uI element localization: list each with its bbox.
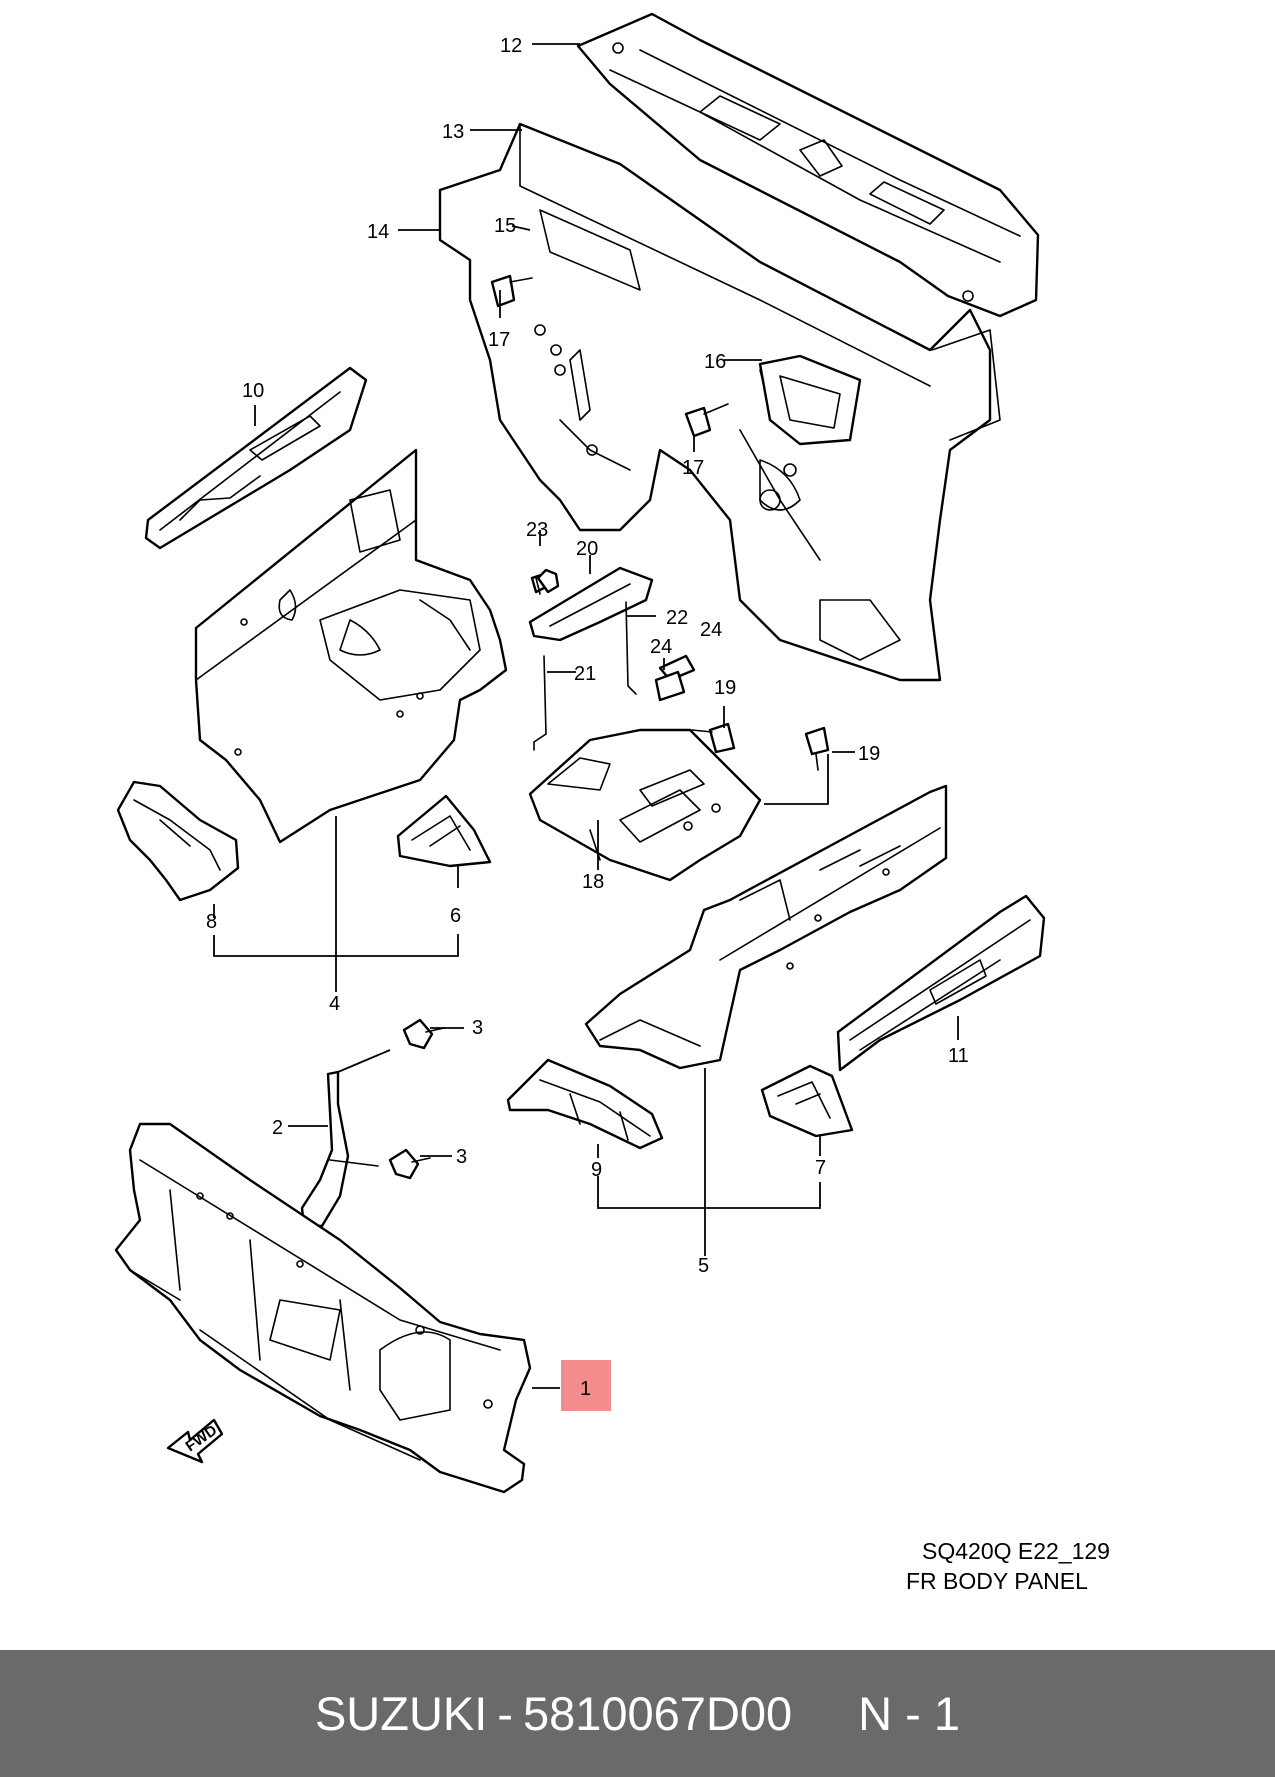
part-apron-member [584, 784, 948, 1070]
callout-17-right: 17 [682, 457, 704, 479]
diagram-code: SQ420Q E22_129 [922, 1538, 1110, 1564]
diagram-index: N - 1 [858, 1687, 961, 1740]
part-number: 5810067D00 [522, 1687, 793, 1740]
part-floor-plate [528, 728, 762, 882]
callout-19-upper: 19 [714, 677, 736, 699]
highlight-box [561, 1360, 611, 1411]
callout-10: 10 [242, 380, 264, 402]
callout-24-right: 24 [700, 619, 722, 641]
callout-19-right: 19 [858, 743, 880, 765]
callout-16: 16 [704, 351, 726, 373]
part-bracket-9 [506, 1058, 664, 1150]
callout-21: 21 [574, 663, 596, 685]
parts-diagram: FWD 1 2 [114, 12, 1046, 1494]
callout-12: 12 [500, 35, 522, 57]
brand-name: SUZUKI [314, 1687, 488, 1740]
callout-22: 22 [666, 607, 688, 629]
callout-1: 1 [580, 1378, 591, 1400]
part-number-bar: SUZUKI - 5810067D00 N - 1 [0, 1650, 1275, 1777]
callout-5: 5 [698, 1255, 709, 1277]
callout-8: 8 [206, 911, 217, 933]
part-brace-and-bolts [300, 1018, 445, 1228]
fwd-arrow: FWD [166, 1418, 224, 1464]
callout-9: 9 [591, 1159, 602, 1181]
callout-24-left: 24 [650, 636, 672, 658]
callout-2: 2 [272, 1117, 283, 1139]
callout-18: 18 [582, 871, 604, 893]
callout-3-lower: 3 [456, 1146, 467, 1168]
callout-11: 11 [948, 1045, 969, 1067]
callout-6: 6 [450, 905, 461, 927]
part-dash-panel [438, 122, 1001, 682]
callout-7: 7 [815, 1157, 826, 1179]
callout-3-upper: 3 [472, 1017, 483, 1039]
leader-lines [213, 43, 959, 1389]
part-small-hardware [528, 566, 696, 751]
part-bolts-19 [691, 722, 830, 771]
part-bracket-6 [396, 794, 492, 868]
callout-13: 13 [442, 121, 464, 143]
part-wheelhouse-panel [194, 448, 508, 844]
callout-15: 15 [494, 215, 516, 237]
callout-14: 14 [367, 221, 389, 243]
diagram-title: FR BODY PANEL [906, 1568, 1088, 1594]
part-bracket-7 [760, 1064, 854, 1138]
callout-labels: 1 2 3 3 4 5 6 7 8 9 10 11 12 13 14 15 16… [206, 35, 969, 1411]
callout-4: 4 [329, 993, 340, 1015]
part-side-bracket [144, 366, 368, 550]
part-radiator-support [114, 1122, 532, 1494]
part-cowl-top-panel [576, 12, 1040, 318]
callout-20: 20 [576, 538, 598, 560]
brand-separator: - [497, 1687, 513, 1740]
callout-23: 23 [526, 519, 548, 541]
part-side-member [836, 894, 1046, 1072]
part-bracket-8 [116, 780, 240, 902]
callout-17-left: 17 [488, 329, 510, 351]
